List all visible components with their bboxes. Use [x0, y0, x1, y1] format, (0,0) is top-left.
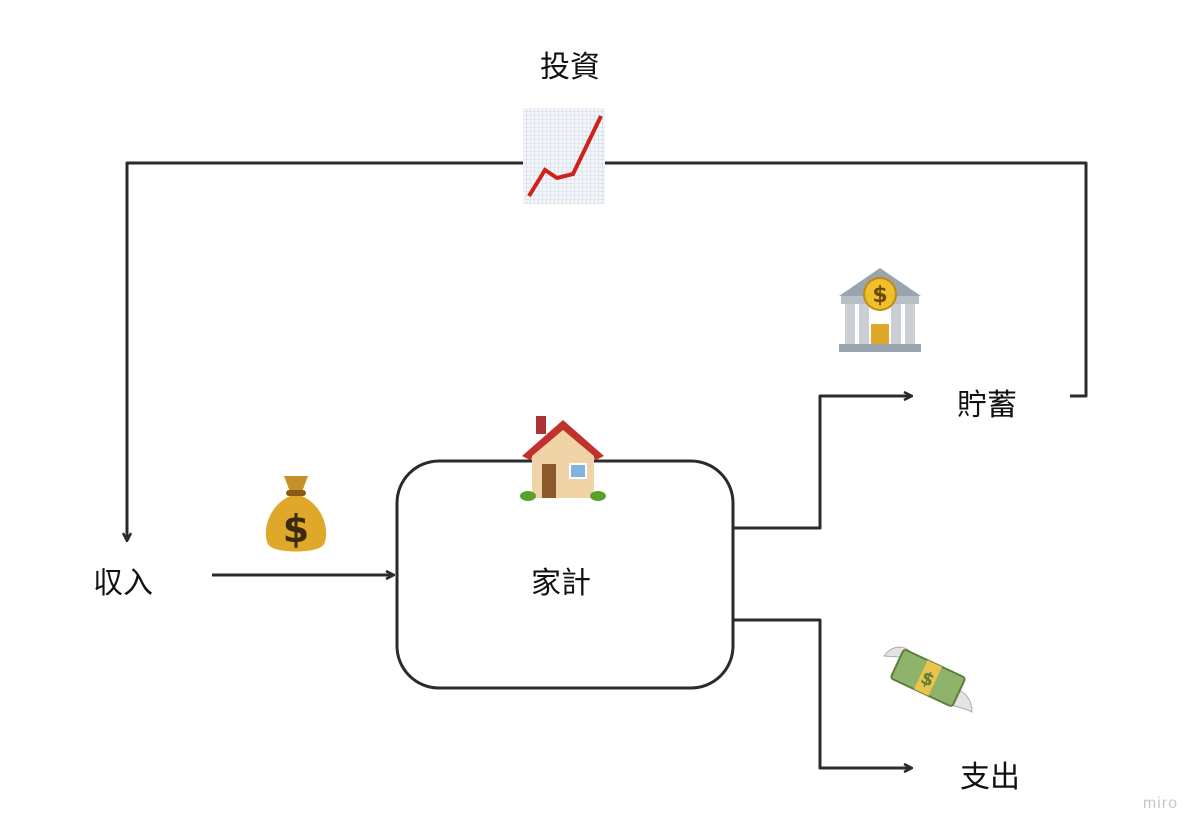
expense-label: 支出: [960, 760, 1020, 795]
money-bag-icon: $: [265, 476, 327, 552]
chart-increasing-icon: [523, 108, 605, 204]
household-label: 家計: [531, 566, 591, 601]
household-to-savings-arrow: [733, 396, 911, 530]
bank-icon: $: [839, 268, 921, 352]
income-label: 収入: [93, 566, 153, 601]
savings-label: 貯蓄: [957, 388, 1017, 423]
house-icon: [520, 416, 606, 501]
svg-text:$: $: [872, 283, 887, 308]
svg-text:$: $: [283, 507, 309, 551]
savings-to-income-arrow: [127, 161, 1088, 540]
money-with-wings-icon: $: [883, 646, 973, 713]
investment-label: 投資: [540, 50, 600, 85]
miro-watermark: miro: [1142, 795, 1178, 812]
household-to-expense-arrow: [733, 618, 911, 768]
